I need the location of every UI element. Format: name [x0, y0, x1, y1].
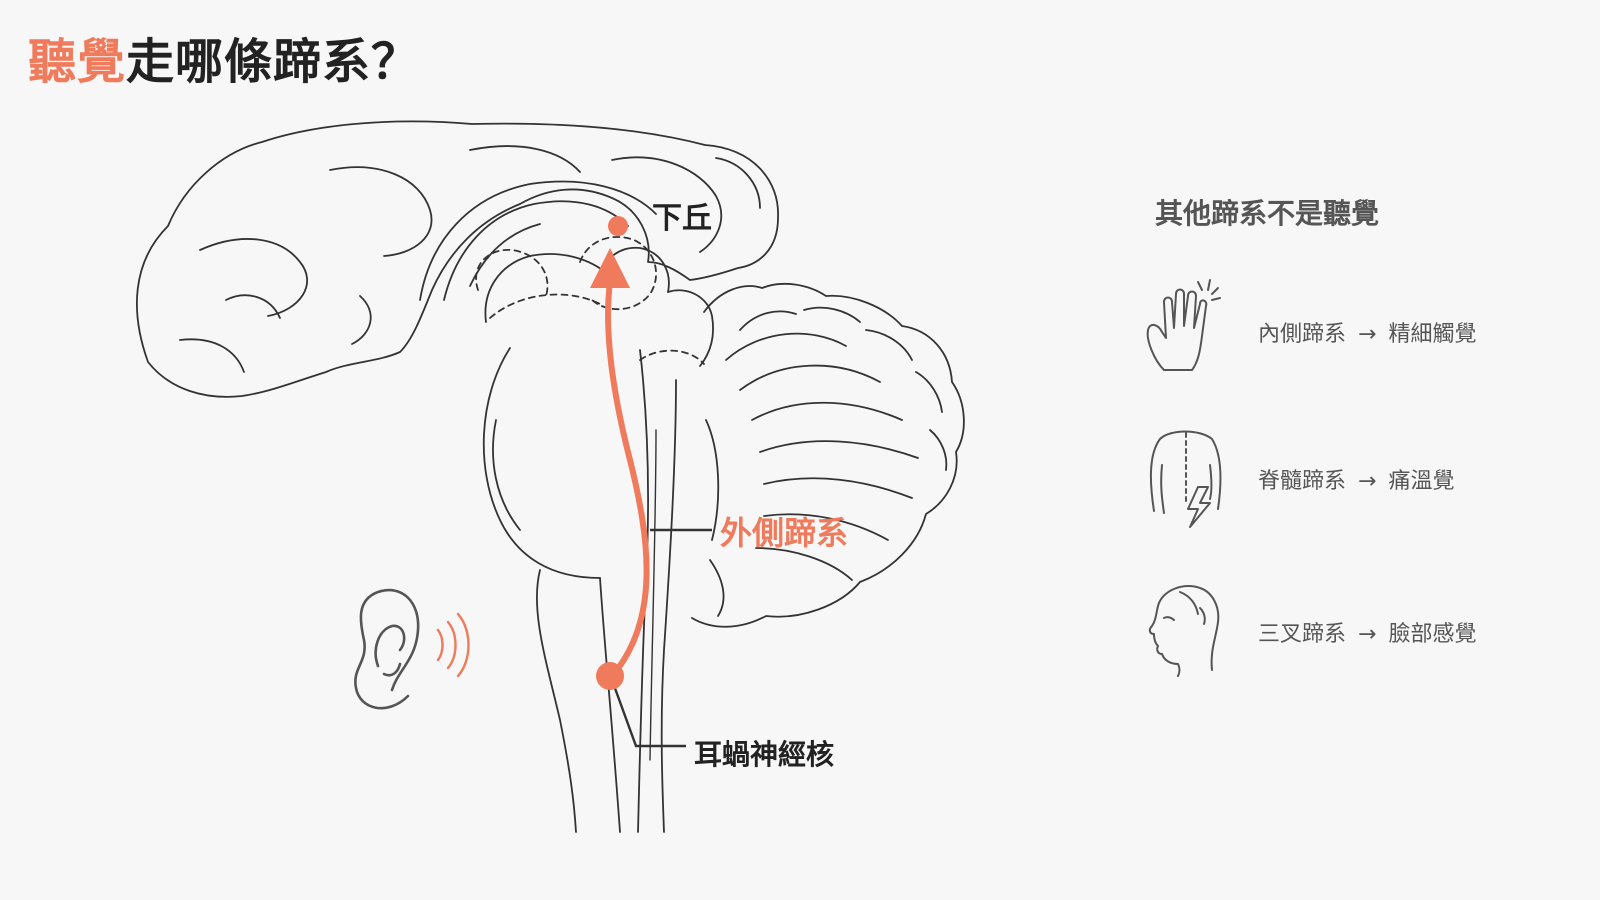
title-accent: 聽覺	[28, 34, 127, 90]
side-panel-title: 其他蹄系不是聽覺	[1155, 197, 1380, 230]
legend-arrow: →	[1358, 322, 1377, 347]
label-lateral-lemniscus: 外側蹄系	[720, 514, 848, 552]
ear-icon	[354, 588, 420, 710]
sound-waves-icon	[436, 612, 470, 678]
nucleus-leader-line	[610, 679, 686, 748]
legend-arrow: →	[1358, 469, 1377, 494]
face-profile-icon	[1148, 585, 1220, 677]
legend-row-medial: 內側蹄系 → 精細觸覺	[1140, 270, 1560, 380]
cochlear-nucleus-dot	[596, 662, 624, 690]
label-inferior-colliculus: 下丘	[652, 201, 712, 236]
pons-outline	[482, 347, 601, 579]
back-icon	[1149, 430, 1222, 528]
title-rest: 走哪條蹄系？	[126, 34, 421, 90]
legend-spinal-function: 痛溫覺	[1388, 469, 1455, 494]
label-cochlear-nucleus: 耳蝸神經核	[694, 738, 834, 771]
legend-arrow: →	[1358, 622, 1377, 647]
legend-row-trigeminal: 三叉蹄系 → 臉部感覺	[1140, 578, 1560, 688]
legend-trigeminal-name: 三叉蹄系	[1258, 622, 1347, 647]
cerebellum-outline	[691, 282, 965, 628]
legend-medial-function: 精細觸覺	[1388, 322, 1477, 347]
cerebrum-outline	[136, 120, 779, 398]
page-title: 聽覺走哪條蹄系？	[28, 22, 420, 92]
legend-row-spinal: 脊髓蹄系 → 痛溫覺	[1140, 425, 1560, 535]
pathway-arrowhead	[590, 248, 630, 288]
lateral-lemniscus-path	[605, 279, 650, 679]
inferior-colliculus-dot	[608, 216, 628, 236]
legend-medial-name: 內側蹄系	[1258, 322, 1347, 347]
legend-spinal-name: 脊髓蹄系	[1258, 469, 1347, 494]
hand-icon	[1146, 279, 1221, 371]
legend-trigeminal-function: 臉部感覺	[1388, 622, 1477, 647]
